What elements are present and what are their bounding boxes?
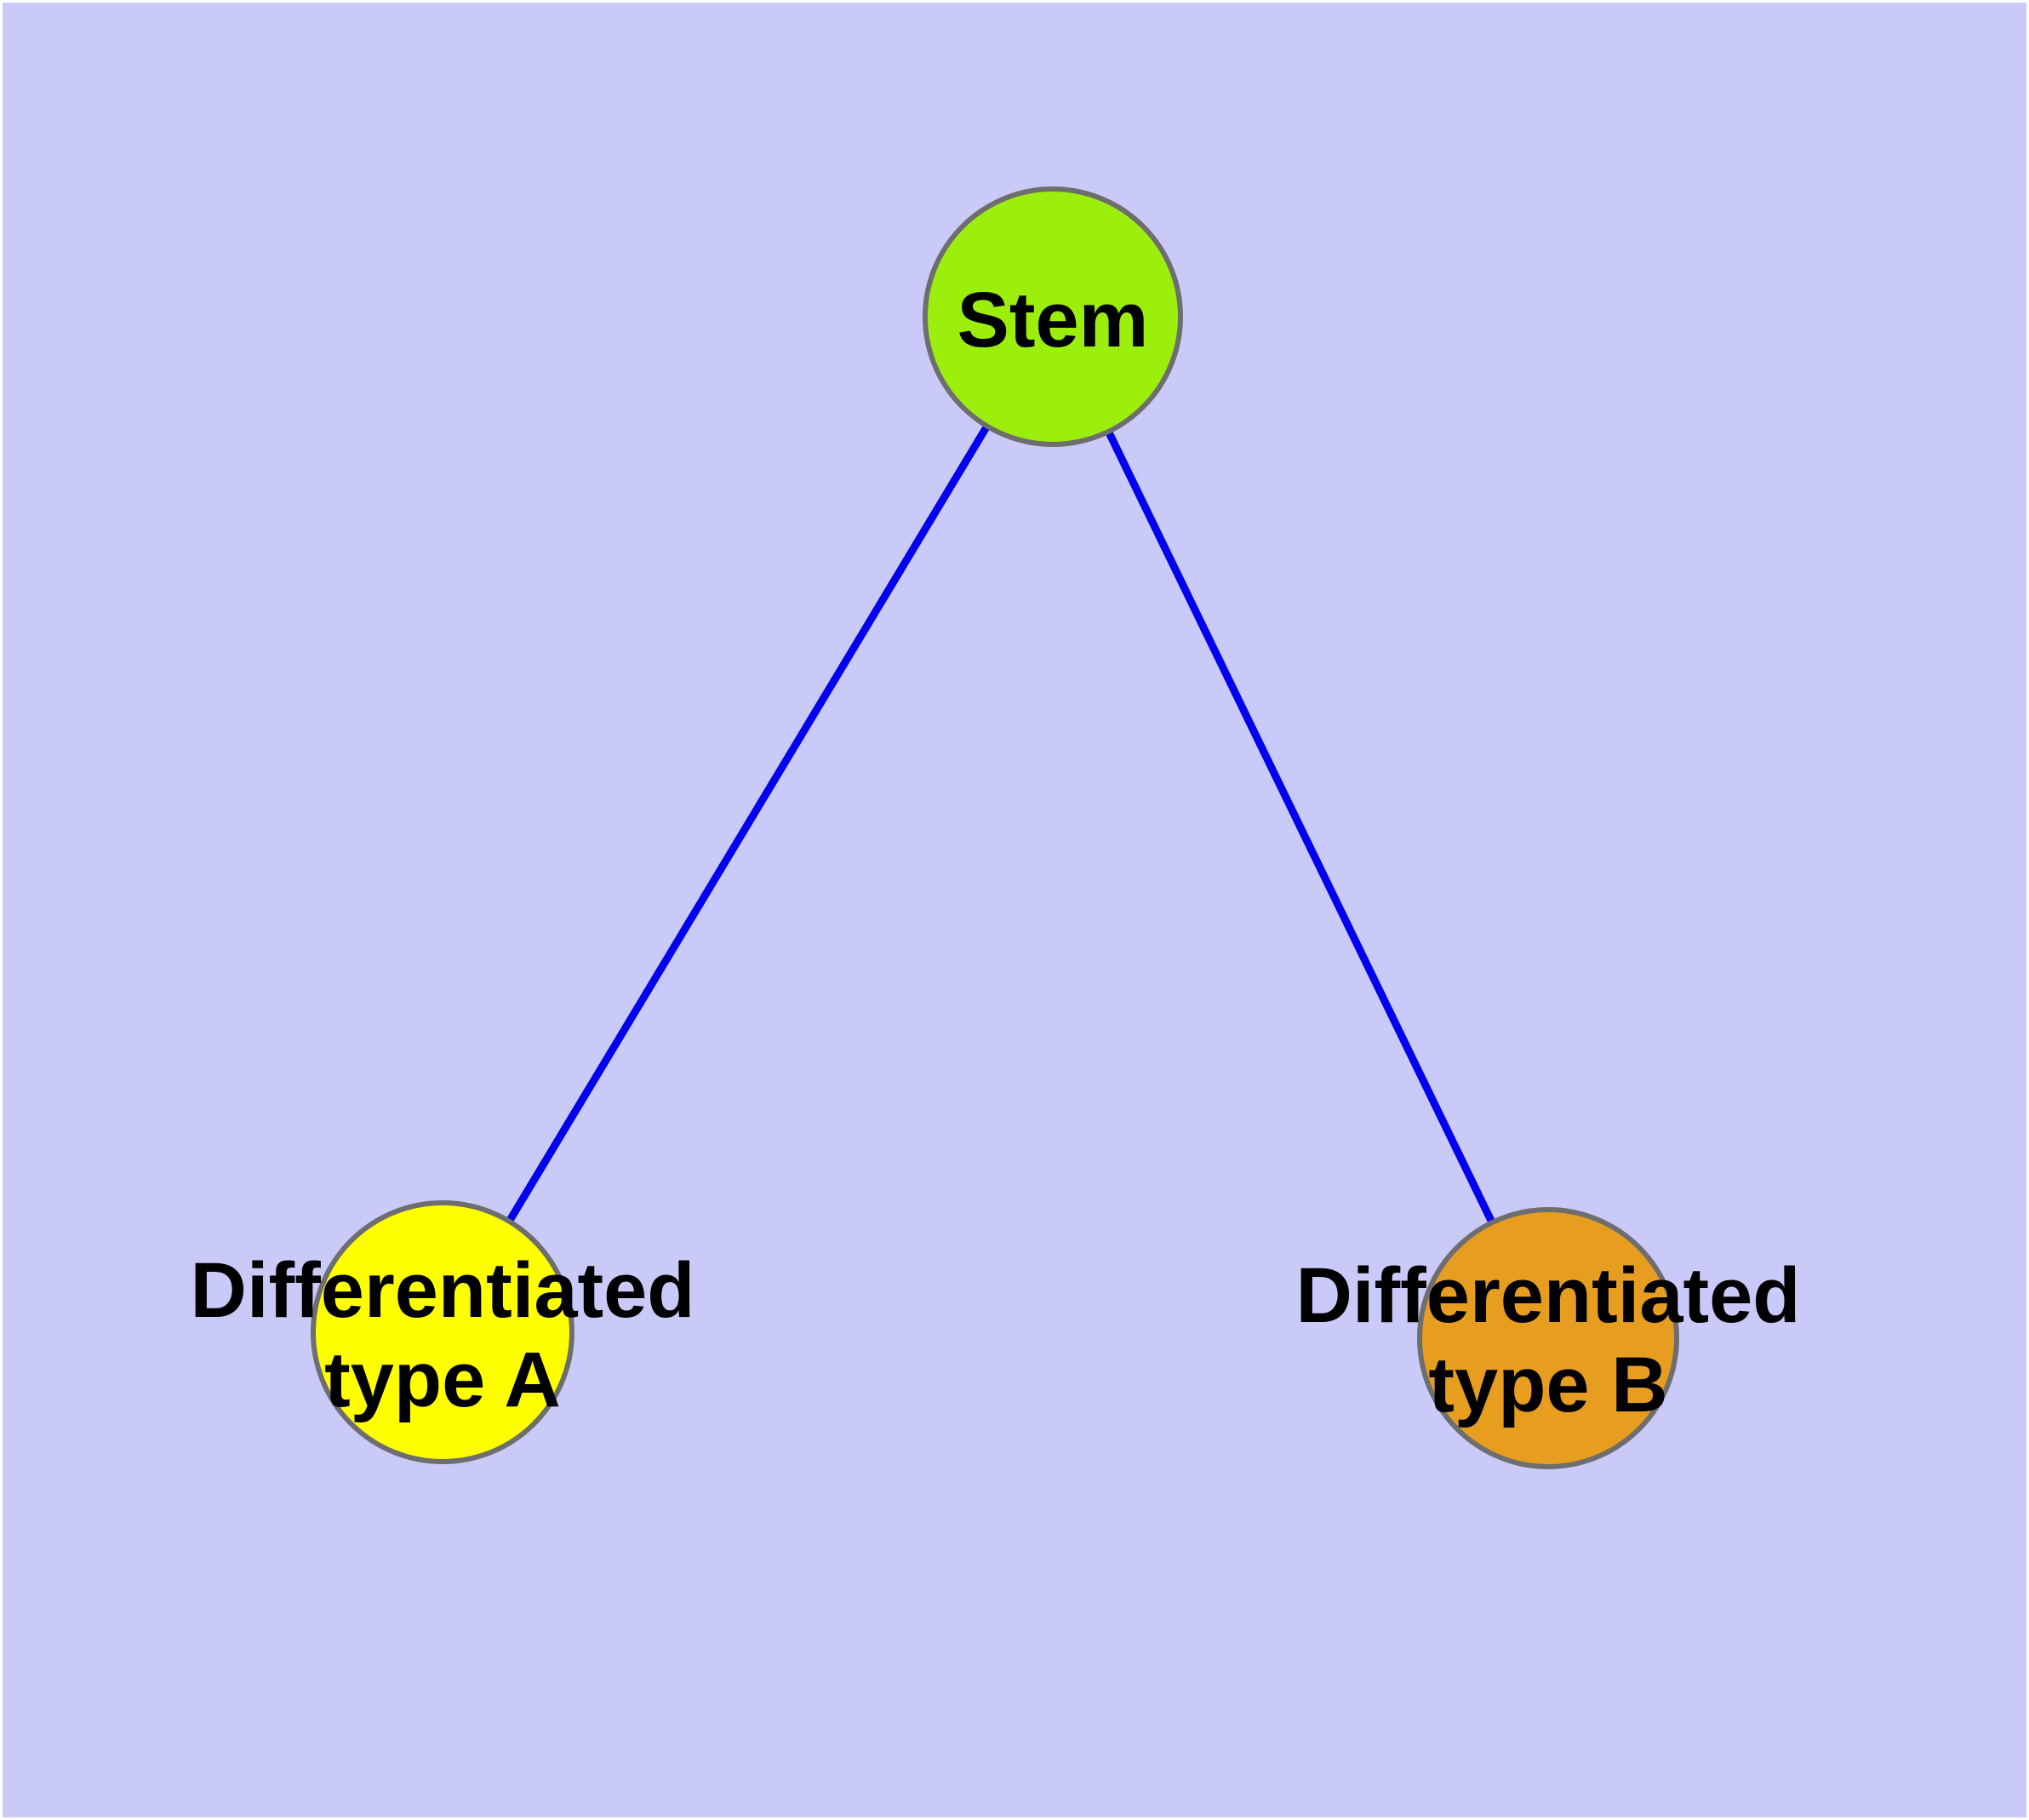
node-type-b-label-line-2: type B xyxy=(1428,1342,1667,1428)
node-differentiated-type-b xyxy=(1417,1207,1679,1469)
node-type-b-label-line-1: Differentiated xyxy=(1296,1252,1801,1339)
node-stem xyxy=(923,186,1183,447)
edge-stem-to-type-a xyxy=(439,314,1056,1335)
node-type-a-label-line-1: Differentiated xyxy=(191,1247,695,1334)
node-stem-label: Stem xyxy=(957,277,1149,363)
node-type-a-label-line-2: type A xyxy=(324,1336,561,1423)
edge-stem-to-type-b xyxy=(1049,315,1552,1340)
node-differentiated-type-a xyxy=(311,1200,574,1464)
